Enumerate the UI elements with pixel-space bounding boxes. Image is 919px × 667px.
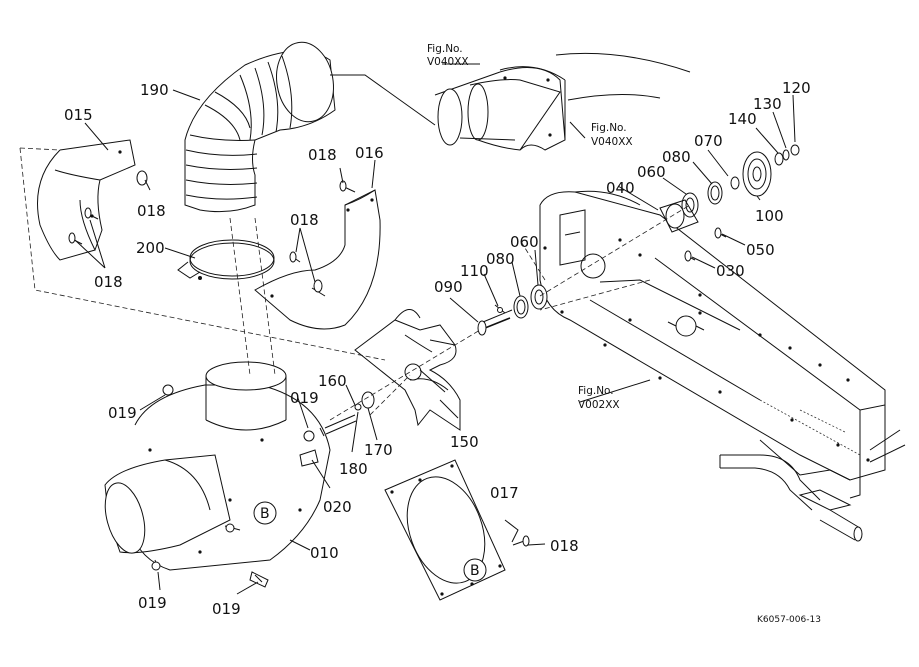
label-180: 180 (339, 460, 368, 478)
figure-references: Fig.No. V040XX Fig.No. V040XX Fig.No. V0… (427, 43, 633, 411)
label-019: 019 (290, 389, 319, 407)
balloon-b-gasket (463, 558, 487, 582)
fig-ref-1-title: Fig.No. (427, 43, 463, 55)
label-080: 080 (662, 148, 691, 166)
label-110: 110 (460, 262, 489, 280)
balloon-b-gasket-label: B (470, 563, 480, 579)
label-016: 016 (355, 144, 384, 162)
fig-ref-1-code: V040XX (427, 56, 469, 68)
label-018: 018 (290, 211, 319, 229)
label-100: 100 (755, 207, 784, 225)
fig-ref-3-code: V002XX (578, 399, 620, 411)
label-060: 060 (637, 163, 666, 181)
label-019: 019 (138, 594, 167, 612)
label-018: 018 (94, 273, 123, 291)
fig-ref-3-title: Fig.No. (578, 385, 614, 397)
label-015: 015 (64, 106, 93, 124)
blower-housing (104, 361, 331, 588)
label-020: 020 (323, 498, 352, 516)
label-130: 130 (753, 95, 782, 113)
label-060: 060 (510, 233, 539, 251)
label-140: 140 (728, 110, 757, 128)
label-080: 080 (486, 250, 515, 268)
label-070: 070 (694, 132, 723, 150)
fig-ref-2-title: Fig.No. (591, 122, 627, 134)
label-019: 019 (212, 600, 241, 618)
leader-lines (74, 63, 796, 595)
fan-150 (354, 309, 461, 431)
label-150: 150 (450, 433, 479, 451)
gasket-017 (384, 459, 530, 601)
label-018: 018 (308, 146, 337, 164)
reference-balloons: B B (253, 501, 487, 582)
chassis-frame (519, 190, 906, 542)
balloon-b-housing (253, 501, 277, 525)
label-040: 040 (606, 179, 635, 197)
chute-cone (434, 52, 691, 151)
label-160: 160 (318, 372, 347, 390)
shaft-hardware (229, 144, 800, 467)
label-030: 030 (716, 262, 745, 280)
deflector-015 (19, 139, 386, 361)
shield-016 (254, 180, 381, 330)
hose-clamp (177, 239, 275, 280)
label-120: 120 (782, 79, 811, 97)
label-019: 019 (108, 404, 137, 422)
balloon-b-housing-label: B (260, 506, 270, 522)
fig-ref-2-code: V040XX (591, 136, 633, 148)
label-200: 200 (136, 239, 165, 257)
label-170: 170 (364, 441, 393, 459)
label-190: 190 (140, 81, 169, 99)
part-number-labels: 190 015 018 018 018 016 018 200 019 160 … (64, 79, 811, 618)
flex-hose (184, 41, 436, 213)
label-017: 017 (490, 484, 519, 502)
label-010: 010 (310, 544, 339, 562)
label-090: 090 (434, 278, 463, 296)
label-018: 018 (550, 537, 579, 555)
label-018: 018 (137, 202, 166, 220)
drawing-code: K6057-006-13 (757, 615, 821, 625)
label-050: 050 (746, 241, 775, 259)
